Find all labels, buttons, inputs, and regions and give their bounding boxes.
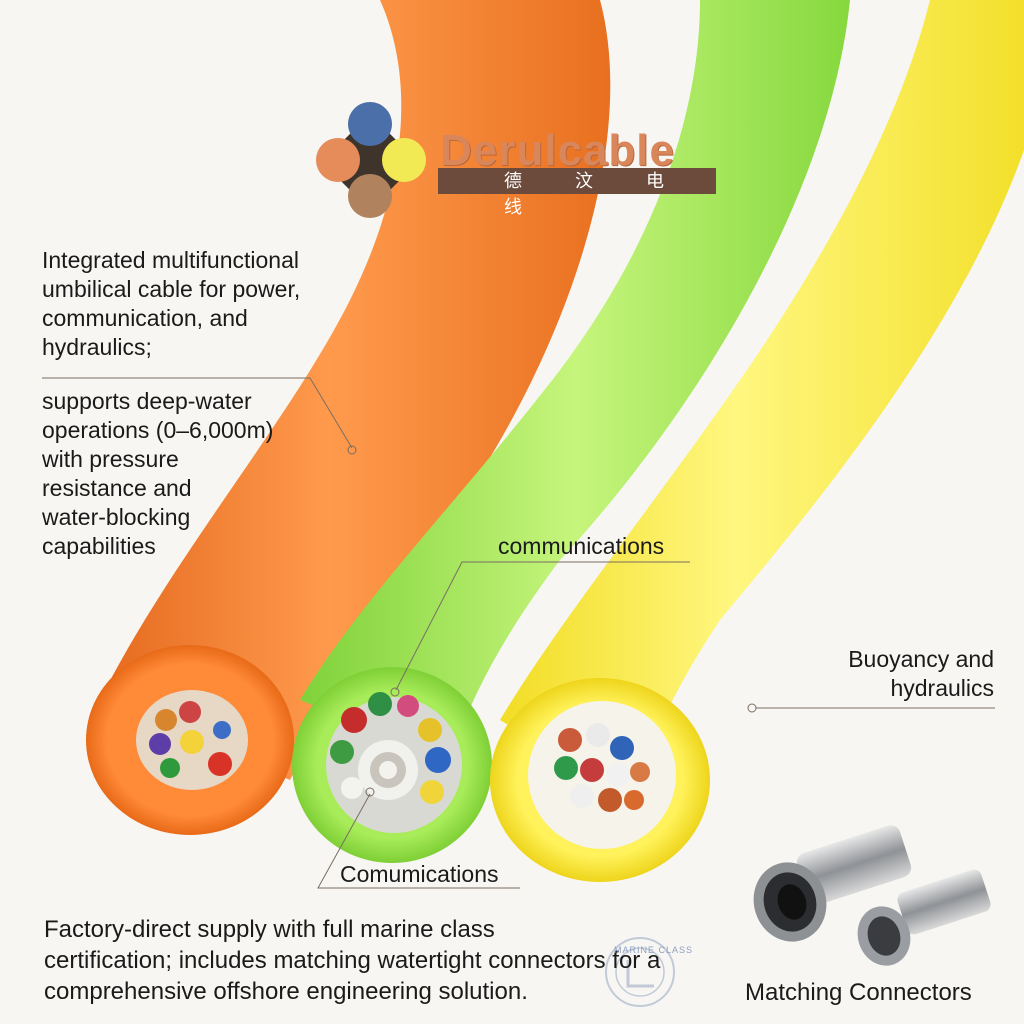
depth-line: with pressure bbox=[42, 446, 179, 472]
depth-line: water-blocking bbox=[42, 504, 191, 530]
depth-line: supports deep-water bbox=[42, 388, 252, 414]
callout-buoyancy: Buoyancy and hydraulics bbox=[848, 645, 994, 703]
depth-line: resistance and bbox=[42, 475, 192, 501]
footer-text: Factory-direct supply with full marine c… bbox=[44, 914, 660, 1007]
callout-line: Buoyancy and bbox=[848, 646, 994, 672]
footer-line: comprehensive offshore engineering solut… bbox=[44, 978, 528, 1005]
seal-text: MARINE CLASS bbox=[614, 945, 694, 955]
orange-cable-body bbox=[100, 0, 611, 780]
headline-text: Integrated multifunctional umbilical cab… bbox=[42, 246, 300, 362]
brand-chinese-name: 德 汶 电 线 bbox=[438, 168, 716, 217]
footer-line: Factory-direct supply with full marine c… bbox=[44, 916, 495, 943]
depth-line: capabilities bbox=[42, 533, 156, 559]
connectors-label: Matching Connectors bbox=[745, 979, 972, 1006]
depth-line: operations (0–6,000m) bbox=[42, 417, 274, 443]
headline-line: Integrated multifunctional bbox=[42, 247, 299, 273]
brand-name: Derulcable bbox=[440, 126, 675, 175]
brand-logo-icon bbox=[316, 102, 426, 218]
callout-communications-bottom: Comumications bbox=[340, 861, 499, 887]
headline-line: communication, and bbox=[42, 305, 248, 331]
footer-line: certification; includes matching waterti… bbox=[44, 947, 661, 974]
headline-line: umbilical cable for power, bbox=[42, 276, 301, 302]
depth-text: supports deep-water operations (0–6,000m… bbox=[42, 387, 273, 561]
headline-line: hydraulics; bbox=[42, 334, 152, 360]
connector-large-icon bbox=[753, 825, 912, 942]
connector-small-icon bbox=[857, 869, 991, 966]
yellow-cable-body bbox=[500, 0, 1024, 800]
callout-communications-top: communications bbox=[498, 533, 665, 559]
marine-class-seal-icon bbox=[605, 937, 675, 1007]
callout-line: hydraulics bbox=[890, 675, 994, 701]
